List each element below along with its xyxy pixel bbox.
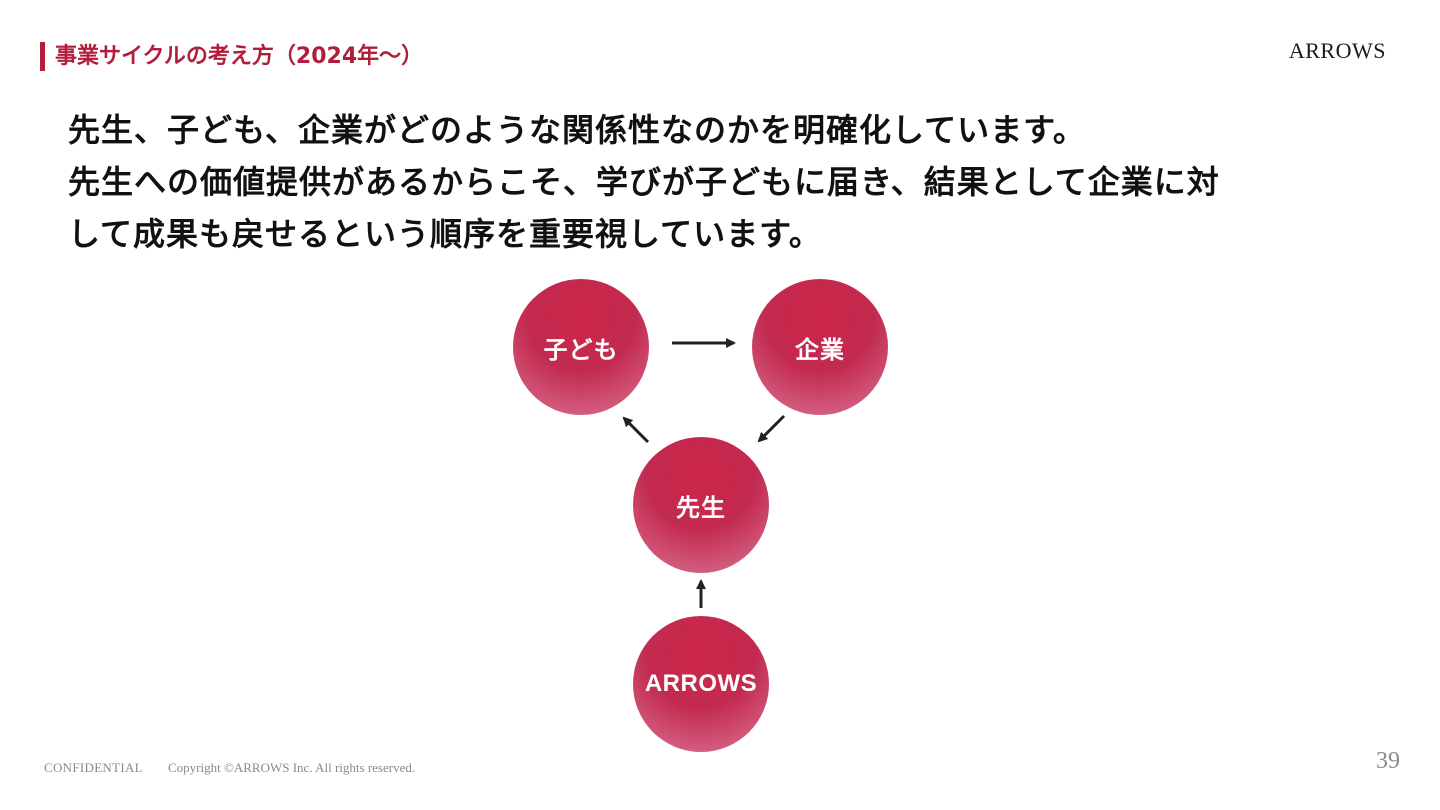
arrow-teacher-to-child (622, 416, 650, 444)
message-line-3: して成果も戻せるという順序を重要視しています。 (68, 215, 822, 253)
node-child-label: 子ども (543, 335, 619, 364)
node-arrows-label: ARROWS (644, 670, 758, 697)
footer-copyright: Copyright ©ARROWS Inc. All rights reserv… (168, 760, 416, 775)
node-company-label: 企業 (795, 335, 845, 364)
section-title: 事業サイクルの考え方（2024年〜） (55, 44, 424, 69)
node-child: 子ども (513, 279, 649, 415)
footer-confidential: CONFIDENTIAL (44, 760, 143, 775)
node-arrows: ARROWS (633, 616, 769, 752)
node-teacher: 先生 (633, 437, 769, 573)
node-company: 企業 (752, 279, 888, 415)
message-line-2: 先生への価値提供があるからこそ、学びが子どもに届き、結果として企業に対 (68, 163, 1220, 201)
key-message: 先生、子ども、企業がどのような関係性なのかを明確化しています。 先生への価値提供… (68, 104, 1368, 260)
arrow-company-to-teacher (757, 414, 786, 443)
brand-logo: ARROWS (1288, 38, 1386, 63)
page-number: 39 (1376, 748, 1400, 774)
section-accent-bar (40, 42, 45, 71)
message-line-1: 先生、子ども、企業がどのような関係性なのかを明確化しています。 (68, 111, 1086, 149)
node-teacher-label: 先生 (676, 493, 726, 522)
